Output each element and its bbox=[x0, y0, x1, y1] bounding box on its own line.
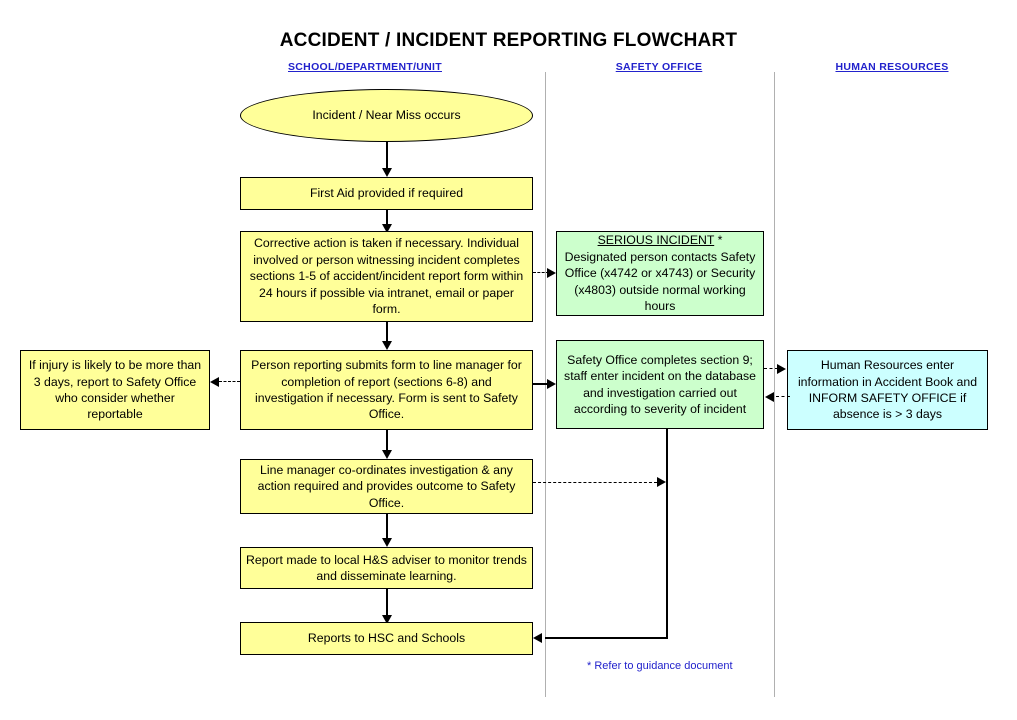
arrowhead-person-reporting-to-injury-three-days bbox=[210, 377, 219, 387]
arrowhead-safety-office-to-human-resources bbox=[777, 364, 786, 374]
node-person-reporting-label: Person reporting submits form to line ma… bbox=[251, 358, 522, 422]
node-line-manager-label: Line manager co-ordinates investigation … bbox=[257, 462, 516, 510]
node-safety-office-completes[interactable]: Safety Office completes section 9; staff… bbox=[556, 340, 764, 429]
connector-person-reporting-to-safety-office bbox=[533, 383, 549, 385]
arrowhead-line-manager-to-hs-adviser bbox=[382, 538, 392, 547]
node-reports-to-hsc-label: Reports to HSC and Schools bbox=[307, 631, 466, 646]
connector-person-reporting-to-line-manager bbox=[386, 430, 388, 455]
node-incident-near-miss-label: Incident / Near Miss occurs bbox=[312, 108, 461, 123]
node-line-manager[interactable]: Line manager co-ordinates investigation … bbox=[240, 459, 533, 514]
node-serious-incident-marker: * bbox=[714, 233, 723, 248]
arrowhead-human-resources-to-safety-office bbox=[765, 392, 774, 402]
node-injury-three-days-label: If injury is likely to be more than 3 da… bbox=[28, 358, 202, 422]
node-hs-adviser-label: Report made to local H&S adviser to moni… bbox=[246, 552, 527, 583]
connector-safety-office-to-reports-hsc-vertical bbox=[666, 429, 668, 639]
arrowhead-person-reporting-to-safety-office bbox=[547, 379, 556, 389]
node-first-aid[interactable]: First Aid provided if required bbox=[240, 177, 533, 210]
connector-hs-adviser-to-reports-hsc bbox=[386, 589, 388, 620]
column-header-human-resources: HUMAN RESOURCES bbox=[835, 61, 949, 73]
arrowhead-safety-office-to-reports-hsc bbox=[533, 633, 542, 643]
connector-corrective-action-to-serious-incident bbox=[533, 272, 549, 273]
arrowhead-incident-to-first-aid bbox=[382, 168, 392, 177]
page-title: ACCIDENT / INCIDENT REPORTING FLOWCHART bbox=[279, 30, 738, 51]
connector-human-resources-to-safety-office bbox=[776, 396, 790, 397]
connector-safety-office-to-reports-hsc-horizontal bbox=[545, 637, 667, 639]
arrowhead-hs-adviser-to-reports-hsc bbox=[382, 615, 392, 624]
node-safety-office-completes-label: Safety Office completes section 9; staff… bbox=[564, 352, 756, 416]
node-injury-three-days[interactable]: If injury is likely to be more than 3 da… bbox=[20, 350, 210, 430]
node-serious-incident[interactable]: SERIOUS INCIDENT *Designated person cont… bbox=[556, 231, 764, 316]
node-serious-incident-body: Designated person contacts Safety Office… bbox=[564, 249, 756, 314]
arrowhead-first-aid-to-corrective-action bbox=[382, 224, 392, 233]
node-corrective-action[interactable]: Corrective action is taken if necessary.… bbox=[240, 231, 533, 322]
node-incident-near-miss[interactable]: Incident / Near Miss occurs bbox=[240, 89, 533, 142]
node-hs-adviser[interactable]: Report made to local H&S adviser to moni… bbox=[240, 547, 533, 589]
node-human-resources[interactable]: Human Resources enter information in Acc… bbox=[787, 350, 988, 430]
connector-corrective-action-to-person-reporting bbox=[386, 322, 388, 346]
connector-person-reporting-to-injury-three-days bbox=[219, 381, 240, 382]
swimlane-divider-right bbox=[774, 72, 775, 697]
node-corrective-action-label: Corrective action is taken if necessary.… bbox=[249, 236, 524, 317]
connector-line-manager-to-hs-adviser bbox=[386, 514, 388, 543]
arrowhead-person-reporting-to-line-manager bbox=[382, 450, 392, 459]
node-human-resources-label: Human Resources enter information in Acc… bbox=[797, 358, 978, 422]
node-serious-incident-heading: SERIOUS INCIDENT bbox=[597, 233, 715, 248]
node-reports-to-hsc[interactable]: Reports to HSC and Schools bbox=[240, 622, 533, 655]
column-header-safety-office: SAFETY OFFICE bbox=[615, 61, 703, 73]
connector-first-aid-to-corrective-action bbox=[386, 210, 388, 229]
arrowhead-corrective-action-to-person-reporting bbox=[382, 341, 392, 350]
connector-incident-to-first-aid bbox=[386, 142, 388, 171]
footnote-guidance-document: * Refer to guidance document bbox=[587, 660, 733, 672]
arrowhead-line-manager-to-safety-office bbox=[657, 477, 666, 487]
connector-safety-office-to-human-resources bbox=[764, 368, 778, 369]
node-person-reporting[interactable]: Person reporting submits form to line ma… bbox=[240, 350, 533, 430]
arrowhead-corrective-action-to-serious-incident bbox=[547, 268, 556, 278]
connector-line-manager-to-safety-office bbox=[533, 482, 657, 483]
column-header-school-department-unit: SCHOOL/DEPARTMENT/UNIT bbox=[288, 61, 442, 73]
node-first-aid-label: First Aid provided if required bbox=[309, 186, 464, 201]
